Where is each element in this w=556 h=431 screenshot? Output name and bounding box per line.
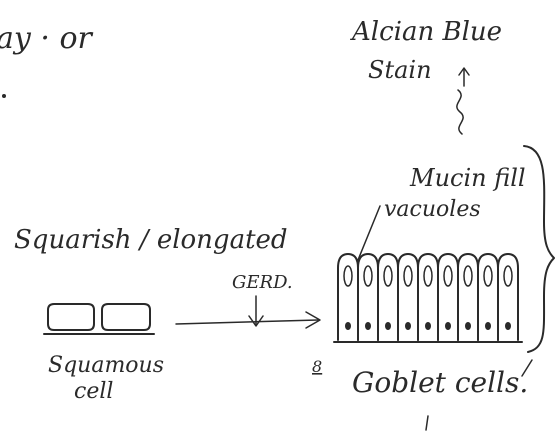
- cell-nucleus: [385, 322, 391, 330]
- mucin-vacuole: [484, 266, 492, 286]
- squamous-cell-2: [102, 304, 150, 330]
- mucin-vacuole: [444, 266, 452, 286]
- stain-wavy-line: [457, 90, 463, 134]
- columnar-cell: [338, 254, 358, 340]
- columnar-cell: [478, 254, 498, 340]
- stain-arrow-up-icon: [459, 68, 469, 86]
- goblet-prefix: 8: [312, 357, 322, 376]
- transition-arrow-icon: [176, 312, 320, 328]
- gerd-label: GERD.: [232, 272, 293, 293]
- cell-nucleus: [465, 322, 471, 330]
- goblet-cells: [334, 254, 522, 342]
- columnar-cell: [378, 254, 398, 340]
- vacuole-pointer-line: [358, 206, 380, 260]
- squamous-label-line2: cell: [74, 379, 113, 404]
- mucin-vacuole: [344, 266, 352, 286]
- fragment-top-left: ay · or: [0, 21, 94, 56]
- mucin-vacuole: [384, 266, 392, 286]
- squamous-cell-1: [48, 304, 94, 330]
- columnar-cell: [358, 254, 378, 340]
- columnar-cell: [458, 254, 478, 340]
- stain-label-line2: Stain: [368, 56, 432, 84]
- mucin-vacuole: [404, 266, 412, 286]
- cell-nucleus: [505, 322, 511, 330]
- mucin-vacuole: [504, 266, 512, 286]
- cell-nucleus: [365, 322, 371, 330]
- stray-dot: [2, 94, 6, 98]
- squamous-label-line1: Squamous: [48, 353, 164, 378]
- columnar-cell: [498, 254, 518, 340]
- mucin-vacuole: [464, 266, 472, 286]
- cell-nucleus: [485, 322, 491, 330]
- cell-nucleus: [405, 322, 411, 330]
- goblet-label: Goblet cells.: [352, 366, 528, 399]
- mucin-vacuole: [364, 266, 372, 286]
- cell-nucleus: [345, 322, 351, 330]
- cell-nucleus: [445, 322, 451, 330]
- squamous-cells: [44, 304, 154, 334]
- stain-label-line1: Alcian Blue: [350, 17, 502, 47]
- columnar-cell: [438, 254, 458, 340]
- mucin-label-line1: Mucin fill: [409, 164, 526, 192]
- columnar-cell: [398, 254, 418, 340]
- columnar-cell: [418, 254, 438, 340]
- shape-label: Squarish / elongated: [14, 225, 288, 255]
- goblet-brace: [524, 146, 554, 352]
- mucin-vacuole: [424, 266, 432, 286]
- mucin-label-line2: vacuoles: [384, 197, 481, 222]
- cell-nucleus: [425, 322, 431, 330]
- bottom-tick-line: [426, 416, 428, 430]
